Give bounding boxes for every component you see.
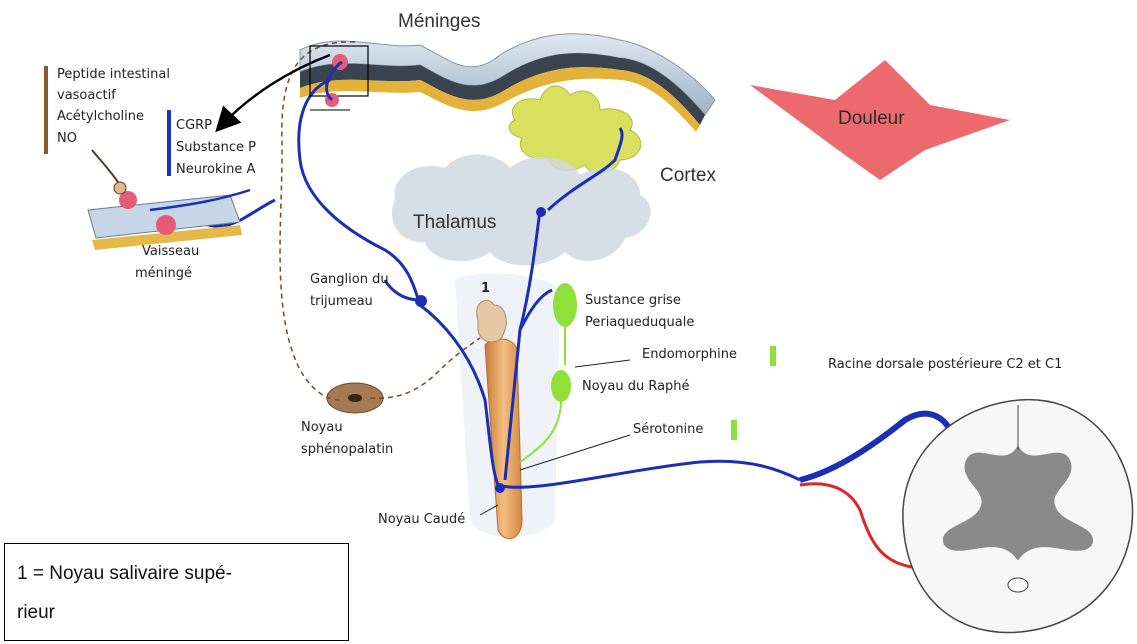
caudate-node [495, 483, 505, 493]
label-racine: Racine dorsale postérieure C2 et C1 [828, 357, 1062, 373]
thalamus-cloud [392, 155, 651, 266]
thalamus-node [536, 207, 546, 217]
label-peptide-2: vasoactif [57, 88, 116, 104]
legend-line-2: rieur [17, 593, 337, 632]
label-peptide-1: Peptide intestinal [57, 67, 170, 83]
label-number-one: 1 [481, 281, 490, 297]
pag-nucleus [553, 283, 577, 327]
label-acetylcholine: Acétylcholine [57, 109, 144, 125]
label-caude: Noyau Caudé [378, 512, 465, 528]
legend-line-1: 1 = Noyau salivaire supé- [17, 554, 337, 593]
label-douleur: Douleur [838, 108, 905, 131]
label-cortex: Cortex [660, 165, 716, 188]
label-neurokine-a: Neurokine A [176, 162, 255, 178]
blue-chemical-bar [167, 110, 171, 176]
meninges-layers [300, 34, 715, 132]
legend-box: 1 = Noyau salivaire supé- rieur [4, 543, 349, 641]
label-serotonine: Sérotonine [633, 422, 703, 438]
legend-text: 1 = Noyau salivaire supé- rieur [17, 554, 337, 632]
brown-chemical-bar [44, 66, 48, 154]
label-ganglion-2: trijumeau [310, 294, 373, 310]
ganglion-node [415, 295, 427, 307]
label-thalamus: Thalamus [413, 212, 496, 235]
spinal-cord-section [903, 400, 1133, 633]
label-sustance-1: Sustance grise [585, 293, 681, 309]
label-endomorphine: Endomorphine [642, 347, 737, 363]
label-no: NO [57, 131, 77, 147]
label-vaisseau-1: Vaisseau [142, 244, 199, 260]
label-substance-p: Substance P [176, 140, 256, 156]
label-vaisseau-2: méningé [135, 266, 192, 282]
label-sustance-2: Periaqueduquale [585, 315, 694, 331]
endomorphine-bar [770, 346, 776, 366]
label-spheno-1: Noyau [301, 420, 343, 436]
label-ganglion-1: Ganglion du [310, 272, 389, 288]
label-meninges: Méninges [398, 11, 480, 34]
label-spheno-2: sphénopalatin [301, 442, 393, 458]
label-raphe: Noyau du Raphé [582, 379, 690, 395]
label-cgrp: CGRP [176, 118, 212, 134]
serotonine-bar [731, 420, 737, 440]
raphe-nucleus [551, 370, 571, 402]
